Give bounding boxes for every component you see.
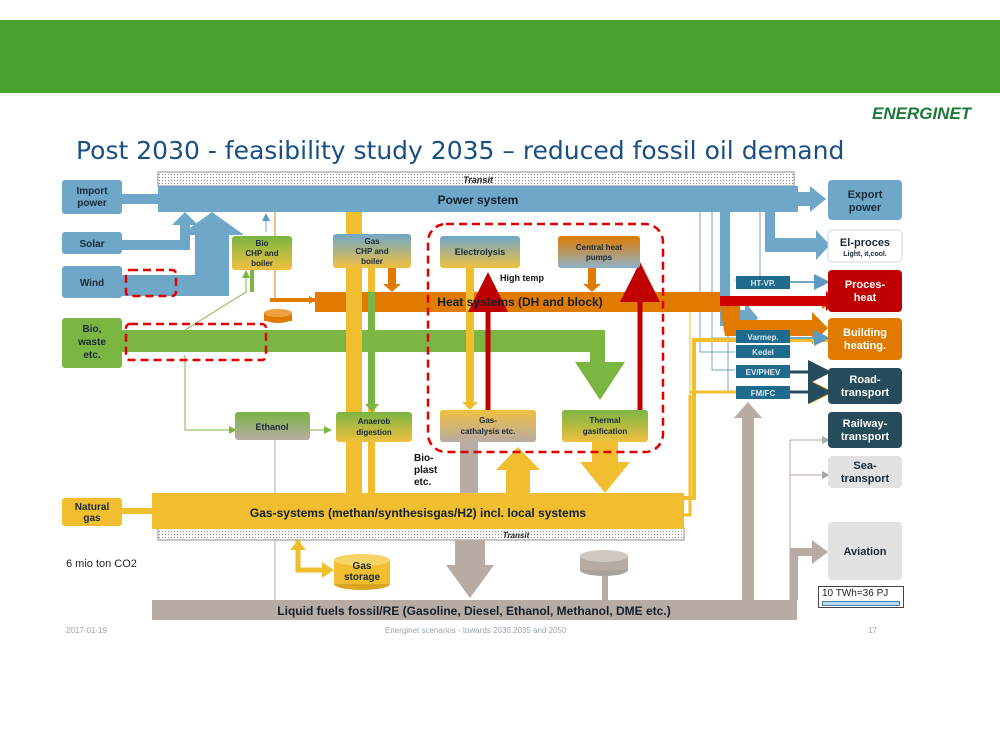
label-varmep: Varmep. bbox=[747, 333, 778, 342]
output-box-railway: Railway- transport bbox=[828, 412, 902, 448]
output-box-building: Building heating. bbox=[828, 318, 902, 360]
label-elproces-1: El-proces bbox=[840, 237, 890, 249]
label-ht-vp: HT-VP. bbox=[751, 279, 776, 288]
label-gaschp-1: Gas bbox=[364, 237, 380, 246]
label-gasstorage-1: Gas bbox=[353, 561, 372, 572]
label-cathalysis-2: cathalysis etc. bbox=[461, 427, 516, 436]
converter-thermal-gasification: Thermal gasification bbox=[562, 410, 648, 442]
label-bio-2: waste bbox=[77, 337, 106, 348]
label-kedel: Kedel bbox=[752, 348, 774, 357]
label-solar: Solar bbox=[79, 239, 104, 250]
converter-bio-chp: Bio CHP and boiler bbox=[232, 236, 292, 270]
label-railway-2: transport bbox=[841, 431, 890, 443]
label-biochp-1: Bio bbox=[256, 239, 269, 248]
label-ethanol: Ethanol bbox=[256, 422, 289, 432]
label-gasstorage-2: storage bbox=[344, 572, 381, 583]
label-import-1: Import bbox=[76, 186, 108, 197]
footer-date: 2017-01-19 bbox=[66, 626, 107, 635]
label-export-2: power bbox=[849, 202, 882, 214]
input-box-wind: Wind bbox=[62, 266, 122, 298]
label-gas-systems: Gas-systems (methan/synthesisgas/H2) inc… bbox=[250, 506, 586, 520]
label-import-2: power bbox=[77, 198, 107, 209]
label-bio-3: etc. bbox=[83, 350, 100, 361]
converter-ethanol: Ethanol bbox=[235, 412, 310, 440]
converter-electrolysis: Electrolysis bbox=[440, 236, 520, 268]
label-cathalysis-1: Gas- bbox=[479, 416, 497, 425]
label-transit-bottom: Transit bbox=[503, 531, 530, 540]
label-gaschp-3: boiler bbox=[361, 257, 383, 266]
small-tech-labels: HT-VP. Varmep. Kedel EV/PHEV FM/FC bbox=[736, 276, 790, 399]
scale-legend: 10 TWh=36 PJ bbox=[818, 586, 904, 608]
converter-anaerob: Anaerob digestion bbox=[336, 412, 412, 442]
output-box-aviation: Aviation bbox=[828, 522, 902, 580]
label-heatpumps-2: pumps bbox=[586, 253, 613, 262]
label-export-1: Export bbox=[848, 189, 883, 201]
transit-band-bottom bbox=[157, 527, 685, 541]
label-thermal-1: Thermal bbox=[589, 416, 620, 425]
label-bioplast-2: plast bbox=[414, 465, 438, 476]
label-aviation: Aviation bbox=[844, 546, 887, 558]
slide-title: Post 2030 - feasibility study 2035 – red… bbox=[76, 136, 845, 165]
output-box-sea: Sea- transport bbox=[828, 456, 902, 488]
input-box-natural-gas: Natural gas bbox=[62, 498, 122, 526]
label-electrolysis: Electrolysis bbox=[455, 247, 506, 257]
brand-logo: ENERGINET bbox=[872, 104, 972, 123]
label-ev-phev: EV/PHEV bbox=[746, 368, 781, 377]
input-box-import: Import power bbox=[62, 180, 122, 214]
co2-note: 6 mio ton CO2 bbox=[66, 558, 137, 570]
label-bioplast-1: Bio- bbox=[414, 453, 433, 464]
label-procesheat-2: heat bbox=[854, 292, 877, 304]
header-band bbox=[0, 20, 1000, 93]
scale-legend-label: 10 TWh=36 PJ bbox=[822, 588, 889, 599]
label-thermal-2: gasification bbox=[583, 427, 628, 436]
label-elproces-2: Light, it,cool. bbox=[843, 251, 887, 258]
label-building-1: Building bbox=[843, 327, 887, 339]
gas-systems-bar bbox=[152, 493, 684, 529]
label-bio-1: Bio, bbox=[83, 324, 102, 335]
label-bioplast-3: etc. bbox=[414, 477, 431, 488]
label-building-2: heating. bbox=[844, 340, 886, 352]
label-anaerob-2: digestion bbox=[356, 428, 392, 437]
output-box-proces-heat: Proces- heat bbox=[828, 270, 902, 312]
liquid-fuels-bar bbox=[152, 600, 797, 620]
label-procesheat-1: Proces- bbox=[845, 279, 886, 291]
label-biochp-3: boiler bbox=[251, 259, 273, 268]
label-wind: Wind bbox=[80, 278, 104, 289]
label-road-1: Road- bbox=[849, 374, 881, 386]
input-box-solar: Solar bbox=[62, 232, 122, 254]
converter-gas-chp: Gas CHP and boiler bbox=[333, 234, 411, 268]
output-box-road: Road- transport bbox=[828, 368, 902, 404]
label-heat-systems: Heat systems (DH and block) bbox=[437, 295, 602, 309]
label-sea-2: transport bbox=[841, 473, 890, 485]
label-sea-1: Sea- bbox=[853, 460, 877, 472]
heat-systems-bar bbox=[315, 292, 720, 312]
label-transit-top: Transit bbox=[463, 175, 494, 185]
label-liquid-fuels: Liquid fuels fossil/RE (Gasoline, Diesel… bbox=[277, 604, 670, 618]
label-power-system: Power system bbox=[438, 193, 519, 207]
label-railway-1: Railway- bbox=[843, 418, 888, 430]
gas-storage-icon: Gas storage bbox=[334, 554, 390, 590]
label-anaerob-1: Anaerob bbox=[358, 417, 391, 426]
label-fm-fc: FM/FC bbox=[751, 389, 776, 398]
footer-source: Energinet scenarios - towards 2030,2035 … bbox=[385, 626, 567, 635]
label-road-2: transport bbox=[841, 387, 890, 399]
footer-page-number: 17 bbox=[868, 626, 877, 635]
output-box-el-proces: El-proces Light, it,cool. bbox=[827, 229, 903, 263]
highlight-regions bbox=[124, 222, 665, 454]
label-biochp-2: CHP and bbox=[245, 249, 278, 258]
input-box-bio: Bio, waste etc. bbox=[62, 318, 122, 368]
label-gaschp-2: CHP and bbox=[355, 247, 388, 256]
converter-gas-cathalysis: Gas- cathalysis etc. bbox=[440, 410, 536, 442]
power-system-bar bbox=[158, 186, 798, 212]
output-box-export: Export power bbox=[828, 180, 902, 220]
thick-flows bbox=[122, 171, 836, 620]
label-heatpumps-1: Central heat bbox=[576, 243, 623, 252]
label-natgas-1: Natural bbox=[75, 502, 110, 513]
converter-heat-pumps: Central heat pumps bbox=[558, 236, 640, 268]
scale-legend-bar bbox=[822, 601, 900, 606]
label-high-temp: High temp bbox=[500, 273, 545, 283]
label-natgas-2: gas bbox=[83, 513, 101, 524]
